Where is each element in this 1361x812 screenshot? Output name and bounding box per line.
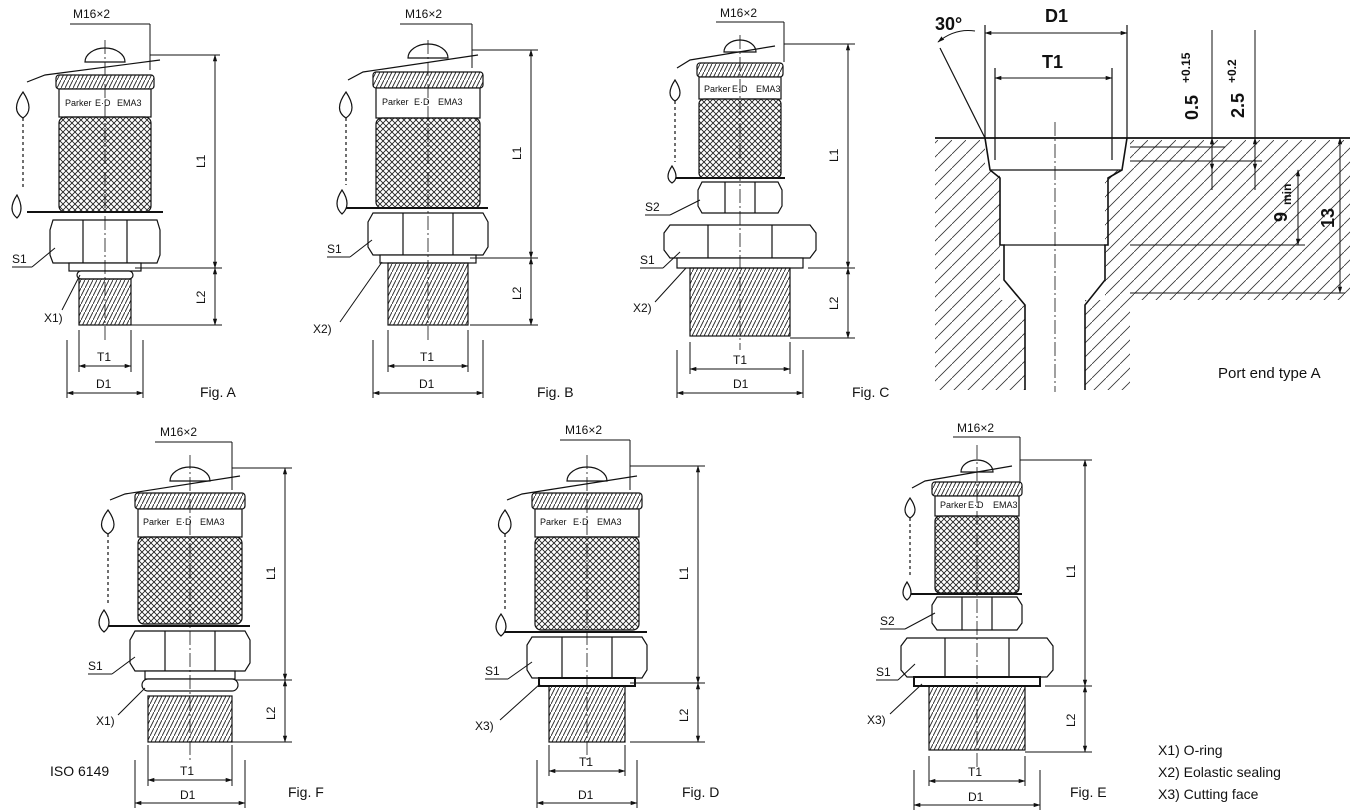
legend-x2: X2) Eolastic sealing xyxy=(1158,764,1281,780)
fig-e-brand-model: EMA3 xyxy=(993,500,1018,510)
fig-e-T1: T1 xyxy=(968,765,982,779)
fig-e-brand-code: E·D xyxy=(968,500,984,510)
port-dim-9-sub: min xyxy=(1280,184,1294,205)
fig-a-callout-seal: X1) xyxy=(44,311,63,325)
fig-e-caption: Fig. E xyxy=(1070,784,1107,800)
port-end-drawing xyxy=(935,25,1350,392)
port-D1: D1 xyxy=(1045,6,1068,26)
fig-b-caption: Fig. B xyxy=(537,384,574,400)
fig-e-brand: Parker xyxy=(940,500,967,510)
fig-b-D1: D1 xyxy=(419,377,435,391)
fig-c-brand: Parker xyxy=(704,84,731,94)
figure-b xyxy=(336,40,489,340)
port-dim-05: 0.5 xyxy=(1182,95,1202,120)
fig-f-brand-code: E·D xyxy=(176,517,192,527)
fig-d-brand-model: EMA3 xyxy=(597,517,622,527)
fig-e-callout-seal: X3) xyxy=(867,713,886,727)
fig-b-callout-s1: S1 xyxy=(327,242,342,256)
fig-b-T1: T1 xyxy=(420,350,434,364)
fig-b-brand-model: EMA3 xyxy=(438,97,463,107)
fig-a-L1: L1 xyxy=(194,154,208,168)
fig-f-callout-seal: X1) xyxy=(96,714,115,728)
fig-c-thread-label: M16×2 xyxy=(720,6,757,20)
fig-c-brand-code: E·D xyxy=(732,84,748,94)
fig-a-brand: Parker xyxy=(65,98,92,108)
fig-e-callout-s1: S1 xyxy=(876,665,891,679)
fig-c-D1: D1 xyxy=(733,377,749,391)
fig-b-L2: L2 xyxy=(510,286,524,300)
port-dim-25: 2.5 xyxy=(1228,93,1248,118)
fig-a-brand-model: EMA3 xyxy=(117,98,142,108)
fig-d-callout-seal: X3) xyxy=(475,719,494,733)
fig-c-T1: T1 xyxy=(733,353,747,367)
port-end-title: Port end type A xyxy=(1218,365,1321,382)
legend-x3: X3) Cutting face xyxy=(1158,786,1259,802)
fig-a-D1: D1 xyxy=(96,377,112,391)
figure-e xyxy=(900,445,1054,768)
fig-d-L2: L2 xyxy=(677,708,691,722)
fig-f-L2: L2 xyxy=(264,706,278,720)
fig-d-T1: T1 xyxy=(579,755,593,769)
fig-a-caption: Fig. A xyxy=(200,384,236,400)
figure-c xyxy=(663,35,817,350)
fig-f-brand-model: EMA3 xyxy=(200,517,225,527)
fig-d-brand: Parker xyxy=(540,517,567,527)
fig-b-L1: L1 xyxy=(510,146,524,160)
fig-f-thread-label: M16×2 xyxy=(160,425,197,439)
port-dim-25-tol: +0.2 xyxy=(1225,59,1239,83)
figure-a xyxy=(11,40,163,340)
fig-c-callout-s1: S1 xyxy=(640,253,655,267)
iso-standard-label: ISO 6149 xyxy=(50,763,109,779)
fig-d-thread-label: M16×2 xyxy=(565,423,602,437)
fig-f-callout-s1: S1 xyxy=(88,659,103,673)
fig-d-brand-code: E·D xyxy=(573,517,589,527)
fig-e-L1: L1 xyxy=(1064,564,1078,578)
fig-c-callout-seal: X2) xyxy=(633,301,652,315)
fig-c-callout-s2: S2 xyxy=(645,200,660,214)
fig-e-callout-s2: S2 xyxy=(880,614,895,628)
fig-d-L1: L1 xyxy=(677,566,691,580)
fig-c-L1: L1 xyxy=(827,148,841,162)
figure-f xyxy=(98,455,251,760)
fig-a-L2: L2 xyxy=(194,290,208,304)
fig-f-T1: T1 xyxy=(180,764,194,778)
fig-b-callout-seal: X2) xyxy=(313,322,332,336)
fig-b-thread-label: M16×2 xyxy=(405,7,442,21)
port-T1: T1 xyxy=(1042,52,1063,72)
fig-a-T1: T1 xyxy=(97,350,111,364)
port-dim-05-tol: +0.15 xyxy=(1179,52,1193,83)
fig-a-callout-s1: S1 xyxy=(12,252,27,266)
legend-x1: X1) O-ring xyxy=(1158,742,1223,758)
fig-e-L2: L2 xyxy=(1064,713,1078,727)
fig-e-thread-label: M16×2 xyxy=(957,421,994,435)
fig-c-brand-model: EMA3 xyxy=(756,84,781,94)
fig-a-brand-code: E·D xyxy=(95,98,111,108)
fig-d-D1: D1 xyxy=(578,788,594,802)
port-angle: 30° xyxy=(935,14,962,34)
fig-f-brand: Parker xyxy=(143,517,170,527)
figure-d xyxy=(495,455,648,760)
fig-a-thread-label: M16×2 xyxy=(73,7,110,21)
port-dim-13: 13 xyxy=(1318,208,1338,228)
port-dim-9: 9 xyxy=(1271,212,1291,222)
fig-d-caption: Fig. D xyxy=(682,784,719,800)
fig-e-D1: D1 xyxy=(968,790,984,804)
fig-d-callout-s1: S1 xyxy=(485,664,500,678)
fig-c-L2: L2 xyxy=(827,296,841,310)
fig-b-brand-code: E·D xyxy=(414,97,430,107)
fig-f-L1: L1 xyxy=(264,566,278,580)
fig-b-brand: Parker xyxy=(382,97,409,107)
fig-f-D1: D1 xyxy=(180,788,196,802)
fig-c-caption: Fig. C xyxy=(852,384,889,400)
fig-f-caption: Fig. F xyxy=(288,784,324,800)
